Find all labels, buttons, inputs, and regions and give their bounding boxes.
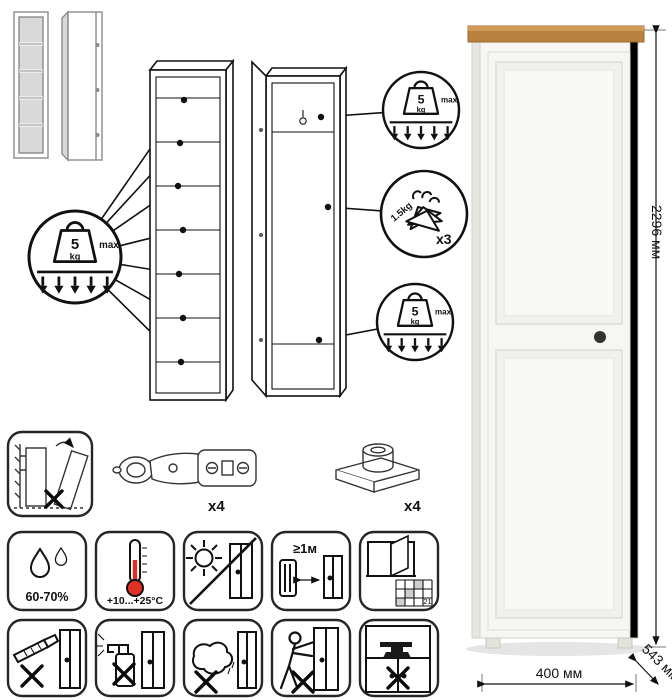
cabinet-icon	[59, 629, 81, 689]
radiator-icon	[279, 559, 297, 597]
humidity-label: 60-70%	[25, 590, 68, 604]
hinge-icon	[112, 449, 257, 487]
person-icon	[279, 631, 316, 690]
anti-tip-warning	[6, 430, 94, 518]
open-cabinet-drawing	[251, 60, 348, 399]
shelf-cabinet-drawing	[148, 58, 235, 403]
cross-icon	[20, 664, 44, 688]
cross-icon	[291, 670, 315, 694]
cabinet-icon	[313, 627, 339, 691]
cabinet-icon	[141, 631, 165, 689]
mini-cabinet-shelves	[13, 11, 49, 159]
tile-grid-icon	[395, 579, 433, 607]
slash-icon	[189, 537, 257, 605]
cross-icon	[194, 670, 218, 694]
cabinet-icon	[323, 555, 343, 599]
shelf-callout-lines	[74, 99, 185, 363]
wardrobe-render	[466, 25, 650, 656]
rod-callout-dots	[315, 113, 332, 344]
no-spray-cell	[94, 618, 176, 698]
depth-label: 543 мм	[639, 641, 672, 685]
cabinet-icon	[365, 625, 431, 693]
cabinet-icon	[237, 631, 257, 689]
cross-icon	[112, 662, 136, 686]
blade-icon	[12, 633, 60, 664]
hinge-count-label: x4	[208, 498, 225, 515]
door-knob	[594, 331, 606, 343]
water-drops-icon	[29, 546, 68, 578]
top-shelf-load-badge	[381, 70, 461, 150]
foot-count-label: x4	[404, 498, 421, 515]
no-wet-cleaning-cell	[182, 618, 264, 698]
width-label: 400 мм	[536, 665, 583, 681]
no-sharp-tools-cell	[6, 618, 88, 698]
rag-icon	[192, 641, 235, 675]
hanger-count-label: x3	[436, 231, 452, 247]
hanger-load-badge: 1.5kg x3	[379, 169, 469, 259]
door-lower-panel	[495, 349, 623, 619]
distance-label: ≥1м	[293, 541, 317, 556]
width-dimension: 400 мм	[477, 665, 637, 692]
anvil-icon	[380, 642, 412, 658]
shelf-load-badge	[27, 209, 123, 305]
thermometer-icon	[126, 539, 147, 597]
no-heavy-load-cell	[358, 618, 440, 698]
height-label: 2296 мм	[649, 205, 665, 259]
door-upper-panel	[495, 61, 623, 325]
height-dimension: 2296 мм	[644, 25, 666, 648]
temperature-label: +10...+25°C	[107, 595, 164, 607]
shelf-callout-dots	[174, 96, 188, 366]
hanger-icon	[405, 190, 443, 232]
cross-icon	[386, 666, 410, 690]
ventilation-cell: 21	[358, 530, 440, 612]
mini-cabinet-door	[61, 10, 103, 162]
humidity-cell: 60-70%	[6, 530, 88, 612]
no-direct-sun-cell	[182, 530, 264, 612]
foot-icon	[335, 443, 420, 493]
sun-icon	[186, 540, 222, 576]
window-number-label: 21	[423, 597, 431, 606]
heat-distance-cell: ≥1м	[270, 530, 352, 612]
bottom-shelf-load-badge	[375, 282, 455, 362]
open-window-icon	[366, 534, 416, 578]
no-pushing-cell	[270, 618, 352, 698]
temperature-cell: +10...+25°C	[94, 530, 176, 612]
cross-icon	[44, 489, 64, 509]
